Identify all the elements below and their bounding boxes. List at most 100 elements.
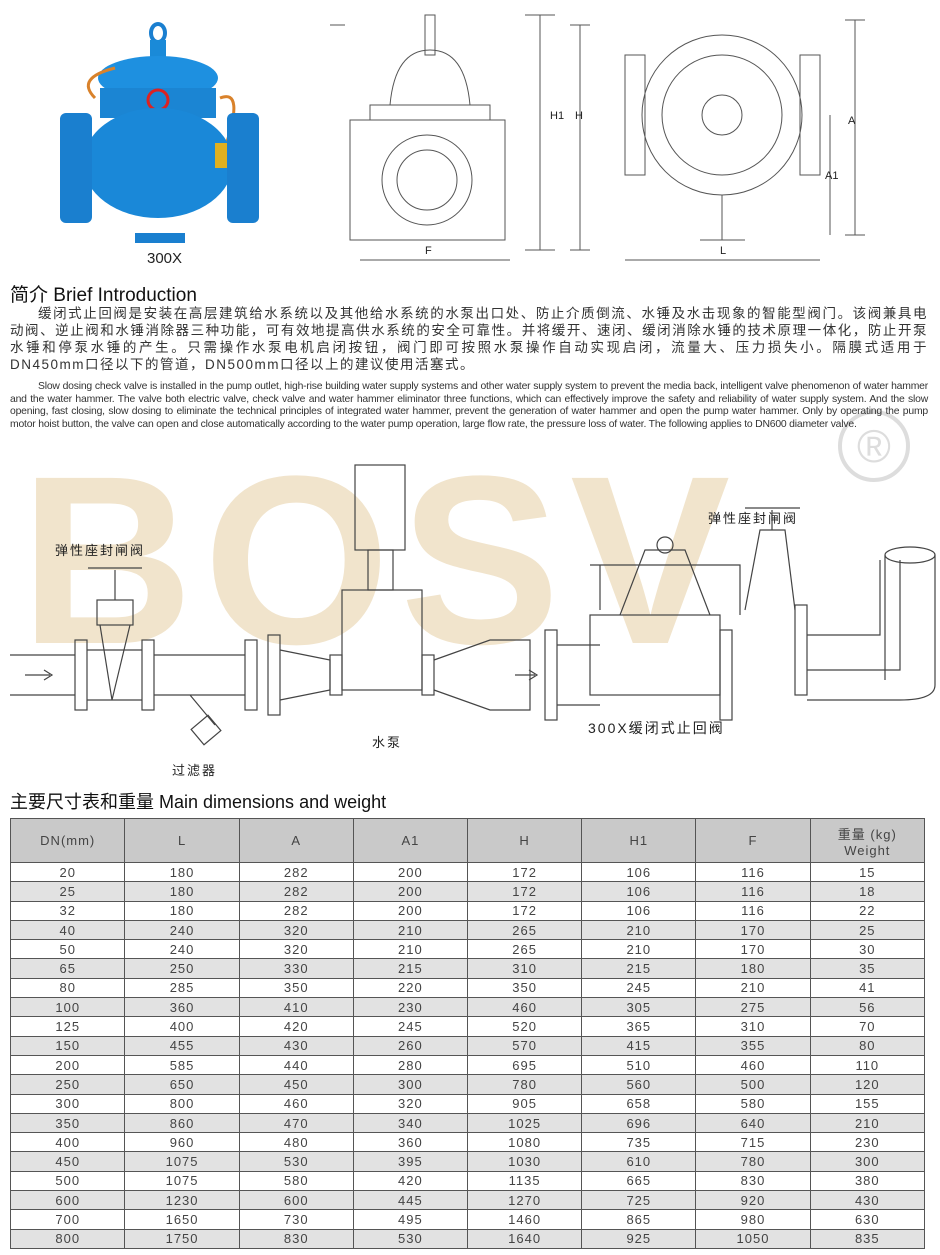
table-cell: 430 bbox=[238, 1035, 354, 1056]
table-cell: 470 bbox=[238, 1112, 354, 1134]
table-cell: 106 bbox=[581, 881, 697, 902]
table-cell: 960 bbox=[124, 1132, 240, 1153]
table-cell: 35 bbox=[809, 958, 926, 979]
table-cell: 210 bbox=[581, 939, 697, 960]
table-cell: 925 bbox=[581, 1228, 697, 1249]
table-cell: 830 bbox=[238, 1228, 354, 1249]
table-cell: 600 bbox=[238, 1190, 354, 1211]
table-cell: 1640 bbox=[466, 1228, 583, 1249]
table-cell: 865 bbox=[581, 1209, 697, 1230]
table-cell: 1075 bbox=[124, 1151, 240, 1172]
table-cell: 305 bbox=[581, 997, 697, 1018]
table-cell: 220 bbox=[352, 977, 468, 999]
table-cell: 320 bbox=[238, 919, 354, 941]
table-cell: 630 bbox=[809, 1209, 926, 1230]
table-cell: 530 bbox=[238, 1151, 354, 1172]
intro-text-cn: 缓闭式止回阀是安装在高层建筑给水系统以及其他给水系统的水泵出口处、防止介质倒流、… bbox=[10, 306, 928, 372]
table-cell: 735 bbox=[581, 1132, 697, 1153]
table-cell: 800 bbox=[124, 1093, 240, 1114]
registered-mark: ® bbox=[838, 410, 910, 482]
column-header: H bbox=[466, 818, 583, 863]
table-cell: 20 bbox=[9, 861, 126, 883]
table-cell: 400 bbox=[124, 1016, 240, 1037]
table-cell: 210 bbox=[809, 1112, 926, 1134]
table-cell: 350 bbox=[466, 977, 583, 999]
table-cell: 230 bbox=[809, 1132, 926, 1153]
table-cell: 280 bbox=[352, 1054, 468, 1076]
table-cell: 380 bbox=[809, 1170, 926, 1192]
table-cell: 180 bbox=[124, 861, 240, 883]
table-cell: 282 bbox=[238, 900, 354, 921]
table-cell: 400 bbox=[9, 1132, 126, 1153]
table-cell: 15 bbox=[809, 861, 926, 883]
table-cell: 65 bbox=[9, 958, 126, 979]
table-cell: 155 bbox=[809, 1093, 926, 1114]
table-cell: 780 bbox=[695, 1151, 811, 1172]
table-cell: 365 bbox=[581, 1016, 697, 1037]
table-cell: 41 bbox=[809, 977, 926, 999]
table-cell: 180 bbox=[124, 900, 240, 921]
table-cell: 980 bbox=[695, 1209, 811, 1230]
installation-diagram bbox=[10, 464, 936, 746]
label-gate-valve-right: 弹性座封闸阀 bbox=[708, 511, 799, 526]
table-cell: 460 bbox=[695, 1054, 811, 1076]
table-cell: 260 bbox=[352, 1035, 468, 1056]
table-cell: 410 bbox=[238, 997, 354, 1018]
table-cell: 696 bbox=[581, 1112, 697, 1134]
table-cell: 445 bbox=[352, 1190, 468, 1211]
table-cell: 460 bbox=[238, 1093, 354, 1114]
table-cell: 18 bbox=[809, 881, 926, 902]
watermark-logo: BOSV bbox=[20, 426, 741, 694]
table-cell: 110 bbox=[809, 1054, 926, 1076]
table-cell: 25 bbox=[809, 919, 926, 941]
table-cell: 80 bbox=[9, 977, 126, 999]
table-cell: 245 bbox=[352, 1016, 468, 1037]
table-cell: 1030 bbox=[466, 1151, 583, 1172]
table-cell: 600 bbox=[9, 1190, 126, 1211]
table-cell: 215 bbox=[352, 958, 468, 979]
table-cell: 430 bbox=[809, 1190, 926, 1211]
table-cell: 658 bbox=[581, 1093, 697, 1114]
table-cell: 480 bbox=[238, 1132, 354, 1153]
table-cell: 1750 bbox=[124, 1228, 240, 1249]
table-cell: 580 bbox=[238, 1170, 354, 1192]
table-cell: 245 bbox=[581, 977, 697, 999]
table-cell: 350 bbox=[238, 977, 354, 999]
product-photo bbox=[60, 22, 259, 243]
label-pump: 水泵 bbox=[372, 735, 403, 750]
table-cell: 700 bbox=[9, 1209, 126, 1230]
table-cell: 240 bbox=[124, 939, 240, 960]
table-cell: 1460 bbox=[466, 1209, 583, 1230]
table-cell: 265 bbox=[466, 919, 583, 941]
table-cell: 30 bbox=[809, 939, 926, 960]
table-cell: 650 bbox=[124, 1074, 240, 1095]
table-cell: 1075 bbox=[124, 1170, 240, 1192]
table-cell: 495 bbox=[352, 1209, 468, 1230]
table-cell: 170 bbox=[695, 919, 811, 941]
table-cell: 300 bbox=[352, 1074, 468, 1095]
side-view-drawing bbox=[624, 19, 865, 261]
table-cell: 1025 bbox=[466, 1112, 583, 1134]
product-model-label: 300X bbox=[147, 250, 183, 267]
table-cell: 510 bbox=[581, 1054, 697, 1076]
dim-label-a: A bbox=[848, 115, 856, 127]
table-cell: 905 bbox=[466, 1093, 583, 1114]
intro-heading: 简介 Brief Introduction bbox=[10, 285, 197, 306]
table-cell: 695 bbox=[466, 1054, 583, 1076]
table-cell: 340 bbox=[352, 1112, 468, 1134]
table-cell: 530 bbox=[352, 1228, 468, 1249]
table-cell: 520 bbox=[466, 1016, 583, 1037]
table-cell: 300 bbox=[809, 1151, 926, 1172]
table-cell: 415 bbox=[581, 1035, 697, 1056]
table-cell: 275 bbox=[695, 997, 811, 1018]
column-header: 重量 (kg) Weight bbox=[809, 818, 926, 863]
dim-label-a1: A1 bbox=[825, 170, 839, 182]
